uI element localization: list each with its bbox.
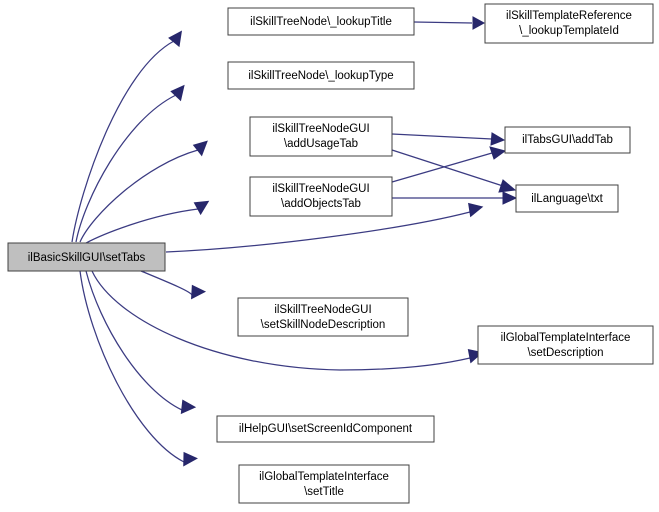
node-label-lookup-template-id-line1: ilSkillTemplateReference xyxy=(506,10,632,22)
node-box-set-description[interactable] xyxy=(477,325,654,365)
node-label-set-title-line1: ilGlobalTemplateInterface xyxy=(259,471,389,483)
node-lookup-template-id[interactable]: ilSkillTemplateReference \_lookupTemplat… xyxy=(484,3,654,44)
node-label-add-usage-tab-line2: \addUsageTab xyxy=(284,138,358,150)
node-label-add-usage-tab-line1: ilSkillTreeNodeGUI xyxy=(272,123,369,135)
node-label-set-description-line1: ilGlobalTemplateInterface xyxy=(501,332,631,344)
edge-root-to-set-screen-id-component xyxy=(85,270,197,415)
edge-line xyxy=(391,133,493,140)
node-box-lookup-template-id[interactable] xyxy=(484,3,654,44)
edge-line xyxy=(140,270,193,296)
node-box-lookup-type[interactable] xyxy=(227,61,415,90)
edge-root-to-lookup-title xyxy=(71,30,183,243)
node-label-set-screen-id-component: ilHelpGUI\setScreenIdComponent xyxy=(239,423,413,435)
arrowhead-icon xyxy=(193,200,210,216)
node-lang-txt[interactable]: ilLanguage\txt xyxy=(515,184,619,213)
node-box-lang-txt[interactable] xyxy=(515,184,619,213)
edge-root-to-set-skill-node-description xyxy=(140,270,207,300)
edge-root-to-add-usage-tab xyxy=(79,140,208,243)
node-box-lookup-title[interactable] xyxy=(227,7,415,36)
node-set-description[interactable]: ilGlobalTemplateInterface \setDescriptio… xyxy=(477,325,654,365)
node-label-set-skill-node-description-line1: ilSkillTreeNodeGUI xyxy=(274,304,371,316)
edge-line xyxy=(85,208,199,244)
edge-lookup-title-to-lookup-template-id xyxy=(413,16,486,30)
arrowhead-icon xyxy=(490,132,506,146)
node-set-title[interactable]: ilGlobalTemplateInterface \setTitle xyxy=(238,464,410,504)
node-box-set-screen-id-component[interactable] xyxy=(216,415,435,443)
node-label-set-title-line2: \setTitle xyxy=(304,486,344,498)
edge-line xyxy=(391,152,493,183)
node-label-lookup-type: ilSkillTreeNode\_lookupType xyxy=(248,70,393,82)
nodes-layer: ilBasicSkillGUI\setTabs ilSkillTreeNode\… xyxy=(7,3,654,504)
node-box-set-skill-node-description[interactable] xyxy=(237,297,409,337)
edge-root-to-set-title xyxy=(79,270,198,467)
arrowhead-icon xyxy=(168,30,183,48)
node-label-lookup-template-id-line2: \_lookupTemplateId xyxy=(519,25,619,37)
node-label-set-description-line2: \setDescription xyxy=(527,347,603,359)
arrowhead-icon xyxy=(192,140,208,157)
node-box-set-title[interactable] xyxy=(238,464,410,504)
arrowhead-icon xyxy=(180,399,197,415)
node-label-root: ilBasicSkillGUI\setTabs xyxy=(28,252,146,264)
arrowhead-icon xyxy=(489,146,507,160)
edge-line xyxy=(391,149,504,187)
arrowhead-icon xyxy=(170,84,185,102)
edge-root-to-lookup-type xyxy=(75,84,185,243)
node-lookup-type[interactable]: ilSkillTreeNode\_lookupType xyxy=(227,61,415,90)
node-add-objects-tab[interactable]: ilSkillTreeNodeGUI \addObjectsTab xyxy=(249,176,393,217)
node-label-lang-txt: ilLanguage\txt xyxy=(531,193,603,205)
edge-add-usage-tab-to-add-tab xyxy=(391,132,506,146)
node-lookup-title[interactable]: ilSkillTreeNode\_lookupTitle xyxy=(227,7,415,36)
edge-root-to-add-objects-tab xyxy=(85,200,210,244)
edge-line xyxy=(79,270,185,463)
arrowhead-icon xyxy=(502,191,518,205)
edge-line xyxy=(75,94,177,243)
edge-line xyxy=(91,270,471,371)
edges-layer xyxy=(71,16,518,467)
node-label-add-tab: ilTabsGUI\addTab xyxy=(522,134,613,146)
node-set-screen-id-component[interactable]: ilHelpGUI\setScreenIdComponent xyxy=(216,415,435,443)
edge-line xyxy=(413,21,473,24)
node-box-add-tab[interactable] xyxy=(504,126,631,154)
arrowhead-icon xyxy=(468,202,484,218)
edge-line xyxy=(165,211,471,253)
node-add-tab[interactable]: ilTabsGUI\addTab xyxy=(504,126,631,154)
node-box-add-objects-tab[interactable] xyxy=(249,176,393,217)
edge-add-usage-tab-to-lang-txt xyxy=(391,149,517,193)
node-add-usage-tab[interactable]: ilSkillTreeNodeGUI \addUsageTab xyxy=(249,116,393,157)
node-label-add-objects-tab-line2: \addObjectsTab xyxy=(281,198,361,210)
arrowhead-icon xyxy=(498,179,517,193)
edge-add-objects-tab-to-lang-txt xyxy=(392,191,518,205)
edge-line xyxy=(85,270,183,411)
node-box-root[interactable] xyxy=(7,242,166,272)
edge-line xyxy=(79,149,199,243)
node-set-skill-node-description[interactable]: ilSkillTreeNodeGUI \setSkillNodeDescript… xyxy=(237,297,409,337)
node-label-set-skill-node-description-line2: \setSkillNodeDescription xyxy=(261,319,386,331)
edge-line xyxy=(71,40,175,243)
node-box-add-usage-tab[interactable] xyxy=(249,116,393,157)
arrowhead-icon xyxy=(191,284,207,300)
node-root[interactable]: ilBasicSkillGUI\setTabs xyxy=(7,242,166,272)
arrowhead-icon xyxy=(183,451,198,467)
arrowhead-icon xyxy=(472,16,486,30)
node-label-lookup-title: ilSkillTreeNode\_lookupTitle xyxy=(250,16,392,28)
node-label-add-objects-tab-line1: ilSkillTreeNodeGUI xyxy=(272,183,369,195)
edge-add-objects-tab-to-add-tab xyxy=(391,146,507,183)
edge-root-to-lang-txt xyxy=(165,202,484,253)
